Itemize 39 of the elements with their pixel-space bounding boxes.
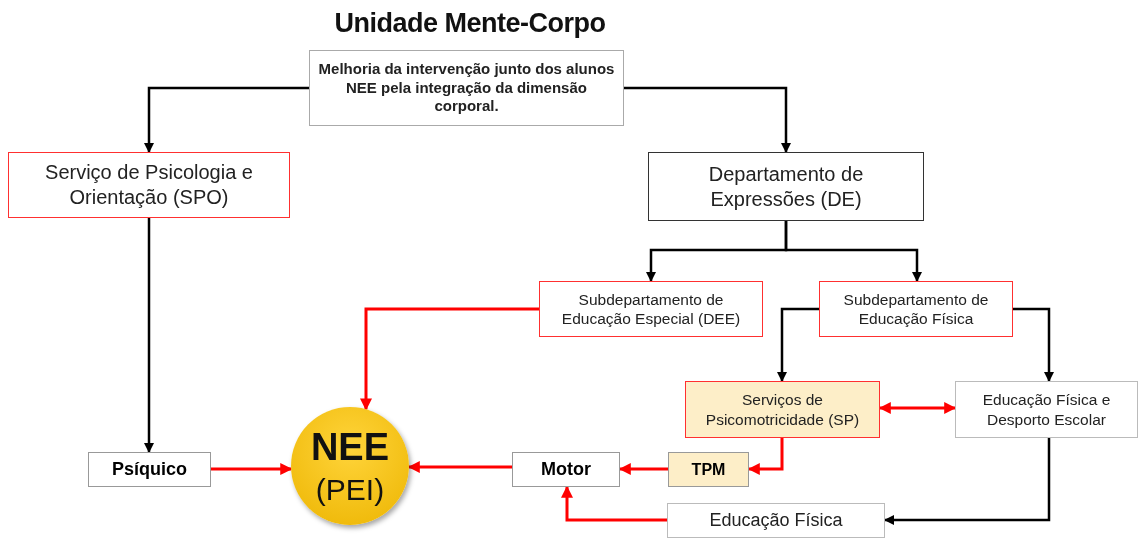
arrow xyxy=(1013,307,1054,382)
node-heading: Psíquico xyxy=(111,458,188,481)
arrow xyxy=(618,463,668,475)
node-subtext: (PEI) xyxy=(315,472,385,508)
arrow xyxy=(784,221,922,282)
node-heading: Melhoria da intervenção junto dos alunos NEE pela integração da dimensão corporal. xyxy=(317,59,616,117)
node-heading: Departamento de Expressões (DE) xyxy=(707,161,865,212)
arrow xyxy=(747,438,784,475)
process-box xyxy=(819,281,1013,337)
arrow xyxy=(360,307,539,411)
arrow xyxy=(624,86,791,153)
node-heading: Educação Física e Desporto Escolar xyxy=(981,390,1112,429)
process-box xyxy=(512,452,620,487)
node-heading: Serviços de Psicomotricidade (SP) xyxy=(704,390,861,429)
node-heading: Subdepartamento de Educação Física xyxy=(842,289,990,329)
process-box xyxy=(648,152,924,221)
node-heading: NEE xyxy=(310,424,390,470)
arrow xyxy=(561,485,667,522)
process-box xyxy=(8,152,290,218)
arrow xyxy=(407,461,512,473)
process-box xyxy=(667,503,885,538)
diagram-title: Unidade Mente-Corpo xyxy=(333,8,607,39)
arrow xyxy=(211,463,293,475)
arrow xyxy=(878,402,957,414)
node-heading: Motor xyxy=(540,458,592,481)
process-box xyxy=(668,452,749,487)
process-box xyxy=(685,381,880,438)
process-box xyxy=(88,452,211,487)
arrow xyxy=(144,86,309,153)
arrow xyxy=(884,438,1051,525)
arrow xyxy=(144,218,154,453)
node-heading: Subdepartamento de Educação Especial (DEE) xyxy=(560,289,742,329)
node-heading: TPM xyxy=(690,459,727,480)
process-box xyxy=(309,50,624,126)
node-heading: Educação Física xyxy=(708,509,844,532)
arrow xyxy=(777,307,819,382)
process-box xyxy=(539,281,763,337)
process-box xyxy=(955,381,1138,438)
node-heading: Serviço de Psicologia e Orientação (SPO) xyxy=(44,160,254,210)
